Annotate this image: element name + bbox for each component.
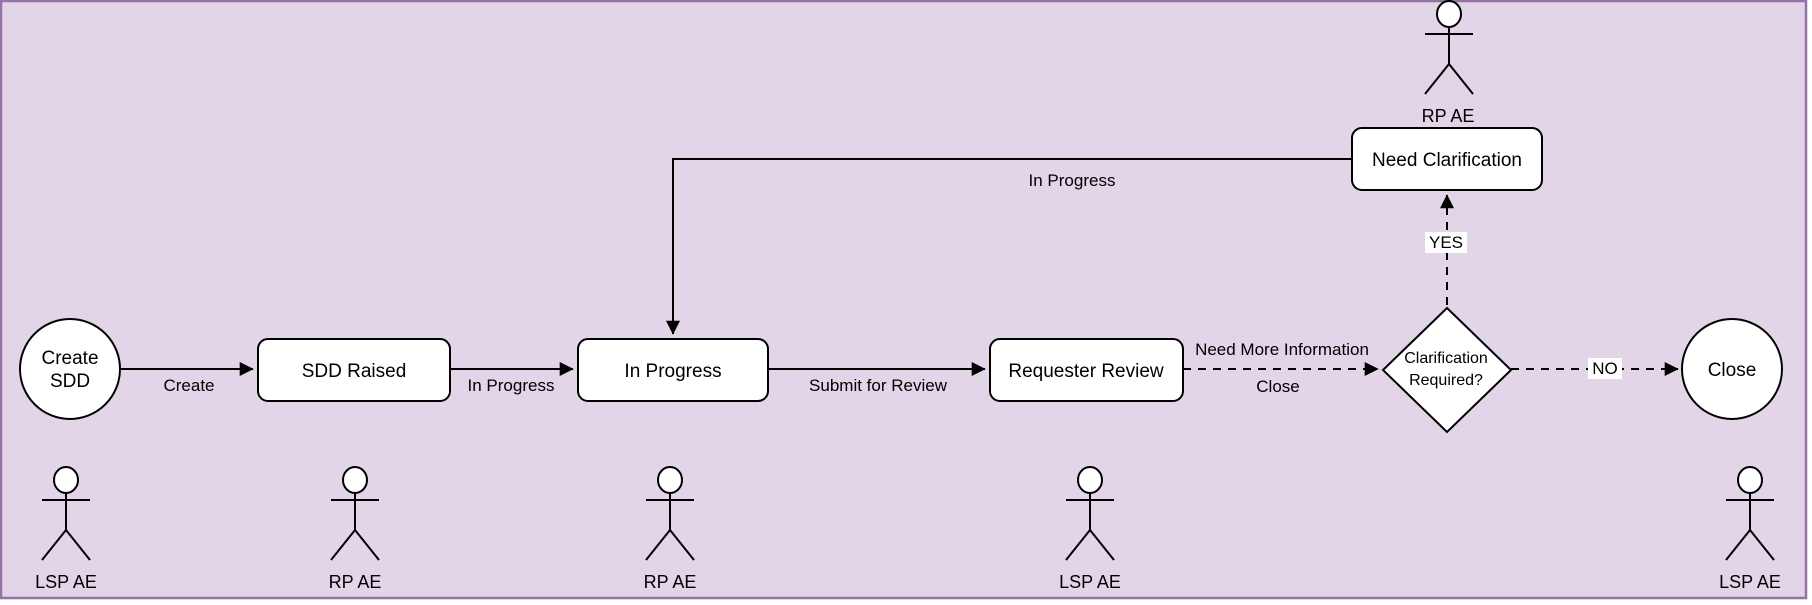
node-clarification-required: Clarification Required? — [1381, 306, 1513, 434]
clarification-required-label-line1: Clarification — [1404, 350, 1488, 367]
edge-clarification-to-in-progress[interactable] — [666, 158, 1352, 335]
create-sdd-circle[interactable] — [19, 318, 121, 420]
actor-label-rp-ae-2: RP AE — [329, 572, 382, 592]
requester-review-box[interactable] — [989, 338, 1184, 402]
edge-label-submit-for-review: Submit for Review — [809, 376, 948, 395]
need-clarification-label: Need Clarification — [1372, 150, 1522, 171]
node-requester-review: Requester Review — [989, 338, 1184, 402]
edge-label-back-in-progress: In Progress — [1029, 171, 1116, 190]
actor-label-lsp-ae-4: LSP AE — [1059, 572, 1121, 592]
no-label-background — [1588, 358, 1622, 379]
edge-label-create: Create — [163, 376, 214, 395]
edge-label-yes-group: YES — [1425, 232, 1467, 253]
close-circle[interactable] — [1681, 318, 1783, 420]
node-sdd-raised: SDD Raised — [257, 338, 451, 402]
node-need-clarification: Need Clarification — [1351, 127, 1543, 191]
node-in-progress: In Progress — [577, 338, 769, 402]
in-progress-box[interactable] — [577, 338, 769, 402]
create-sdd-label-line2: SDD — [50, 371, 90, 392]
edge-label-yes: YES — [1429, 233, 1463, 252]
requester-review-label: Requester Review — [1008, 361, 1164, 382]
node-close: Close — [1681, 318, 1783, 420]
edge-label-close: Close — [1256, 377, 1299, 396]
actor-bottom-1: LSP AE — [35, 466, 97, 592]
actor-label-rp-ae-top: RP AE — [1422, 106, 1475, 126]
edge-label-no-group: NO — [1588, 358, 1622, 379]
clarification-required-diamond[interactable] — [1381, 306, 1513, 434]
actor-label-rp-ae-3: RP AE — [644, 572, 697, 592]
close-label: Close — [1708, 360, 1757, 381]
edge-label-no: NO — [1592, 359, 1618, 378]
actor-top-rp-ae: RP AE — [1422, 0, 1475, 126]
node-create-sdd: Create SDD — [19, 318, 121, 420]
yes-label-background — [1425, 232, 1467, 253]
edge-label-need-more-information: Need More Information — [1195, 340, 1369, 359]
clarification-required-label-line2: Required? — [1409, 372, 1483, 389]
actor-bottom-5: LSP AE — [1719, 466, 1781, 592]
in-progress-label: In Progress — [624, 361, 721, 382]
need-clarification-box[interactable] — [1351, 127, 1543, 191]
sdd-raised-label: SDD Raised — [302, 361, 407, 382]
create-sdd-label-line1: Create — [41, 348, 98, 369]
actor-bottom-3: RP AE — [644, 466, 697, 592]
actor-bottom-4: LSP AE — [1059, 466, 1121, 592]
edge-label-in-progress: In Progress — [468, 376, 555, 395]
sdd-raised-box[interactable] — [257, 338, 451, 402]
actor-label-lsp-ae-1: LSP AE — [35, 572, 97, 592]
actor-bottom-2: RP AE — [329, 466, 382, 592]
actor-label-lsp-ae-5: LSP AE — [1719, 572, 1781, 592]
